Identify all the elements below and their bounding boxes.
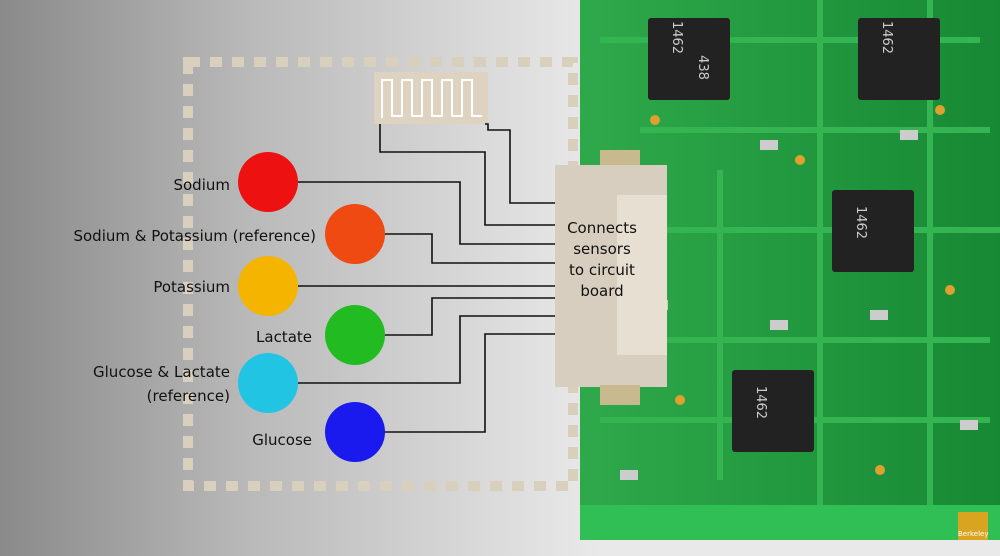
chip-marking-3: 1462: [879, 20, 895, 55]
chip-marking-5: 1462: [753, 385, 769, 420]
potassium-sensor: [238, 256, 298, 316]
lactate-sensor: [325, 305, 385, 365]
label-lactate: Lactate: [256, 328, 312, 346]
glucose-lactate-reference-sensor: [238, 353, 298, 413]
label-sodium-potassium-reference: Sodium & Potassium (reference): [73, 227, 316, 245]
chip-marking-4: 1462: [853, 205, 869, 240]
connector-line1: Connects: [567, 219, 637, 237]
label-glucose: Glucose: [252, 431, 312, 449]
connector-line3: to circuit: [569, 261, 635, 279]
circuit-board: [580, 0, 1000, 540]
glucose-sensor: [325, 402, 385, 462]
chip-marking: 1462: [669, 20, 685, 55]
label-glucose-lactate-line2: (reference): [146, 387, 230, 405]
label-potassium: Potassium: [153, 278, 230, 296]
sodium-sensor: [238, 152, 298, 212]
label-glucose-lactate: Glucose & Lactate (reference): [93, 360, 230, 408]
connector-line2: sensors: [573, 240, 631, 258]
label-glucose-lactate-line1: Glucose & Lactate: [93, 363, 230, 381]
wires: [298, 123, 557, 433]
diagram: [183, 0, 1000, 540]
sodium-potassium-reference-sensor: [325, 204, 385, 264]
connector-line4: board: [580, 282, 624, 300]
berkeley-logo: Berkeley: [958, 512, 989, 540]
label-sodium: Sodium: [173, 176, 230, 194]
chip-marking-2: 438: [694, 55, 710, 80]
sensor-circles: [238, 152, 385, 462]
connector: [555, 150, 667, 405]
connector-caption: Connects sensors to circuit board: [560, 218, 644, 302]
